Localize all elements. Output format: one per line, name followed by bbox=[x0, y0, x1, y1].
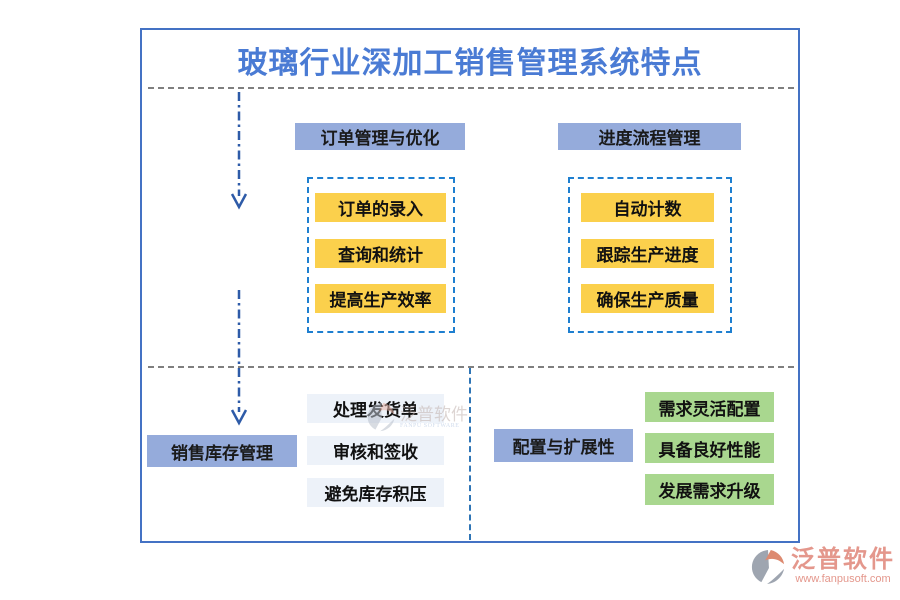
group-header-sales-inventory: 销售库存管理 bbox=[147, 435, 297, 467]
fanpu-logo-icon bbox=[751, 549, 785, 585]
group-header-order-management: 订单管理与优化 bbox=[295, 123, 465, 150]
diagram-node: 跟踪生产进度 bbox=[581, 239, 714, 268]
section-divider-middle bbox=[148, 366, 794, 368]
diagram-node: 发展需求升级 bbox=[645, 474, 774, 505]
group-container-order-management bbox=[307, 177, 455, 333]
logo-name: 泛普软件 bbox=[791, 547, 895, 573]
watermark-subtext: FANPU SOFTWARE bbox=[400, 422, 460, 429]
diagram-node: 确保生产质量 bbox=[581, 284, 714, 313]
fanpu-watermark-icon bbox=[367, 402, 395, 432]
diagram-node: 具备良好性能 bbox=[645, 433, 774, 463]
fanpu-logo: 泛普软件 www.fanpusoft.com bbox=[750, 548, 895, 586]
diagram-node: 订单的录入 bbox=[315, 193, 446, 222]
watermark-name: 泛普软件 bbox=[400, 404, 468, 424]
flow-arrow-down-1 bbox=[230, 92, 248, 210]
bottom-section-divider bbox=[469, 368, 471, 540]
diagram-node: 提高生产效率 bbox=[315, 284, 446, 313]
diagram-node: 避免库存积压 bbox=[307, 478, 444, 507]
diagram-node: 自动计数 bbox=[581, 193, 714, 222]
diagram-node: 审核和签收 bbox=[307, 436, 444, 465]
diagram-frame bbox=[140, 28, 800, 543]
diagram-node: 查询和统计 bbox=[315, 239, 446, 268]
section-divider-top bbox=[148, 87, 794, 89]
diagram-node: 需求灵活配置 bbox=[645, 392, 774, 422]
group-header-progress-management: 进度流程管理 bbox=[558, 123, 741, 150]
page-title: 玻璃行业深加工销售管理系统特点 bbox=[237, 47, 703, 80]
group-container-progress-management bbox=[568, 177, 732, 333]
center-watermark: 泛普软件 FANPU SOFTWARE bbox=[366, 401, 468, 433]
flow-arrow-down-2 bbox=[230, 290, 248, 426]
group-header-config-extensibility: 配置与扩展性 bbox=[494, 429, 633, 462]
logo-url: www.fanpusoft.com bbox=[795, 573, 891, 585]
